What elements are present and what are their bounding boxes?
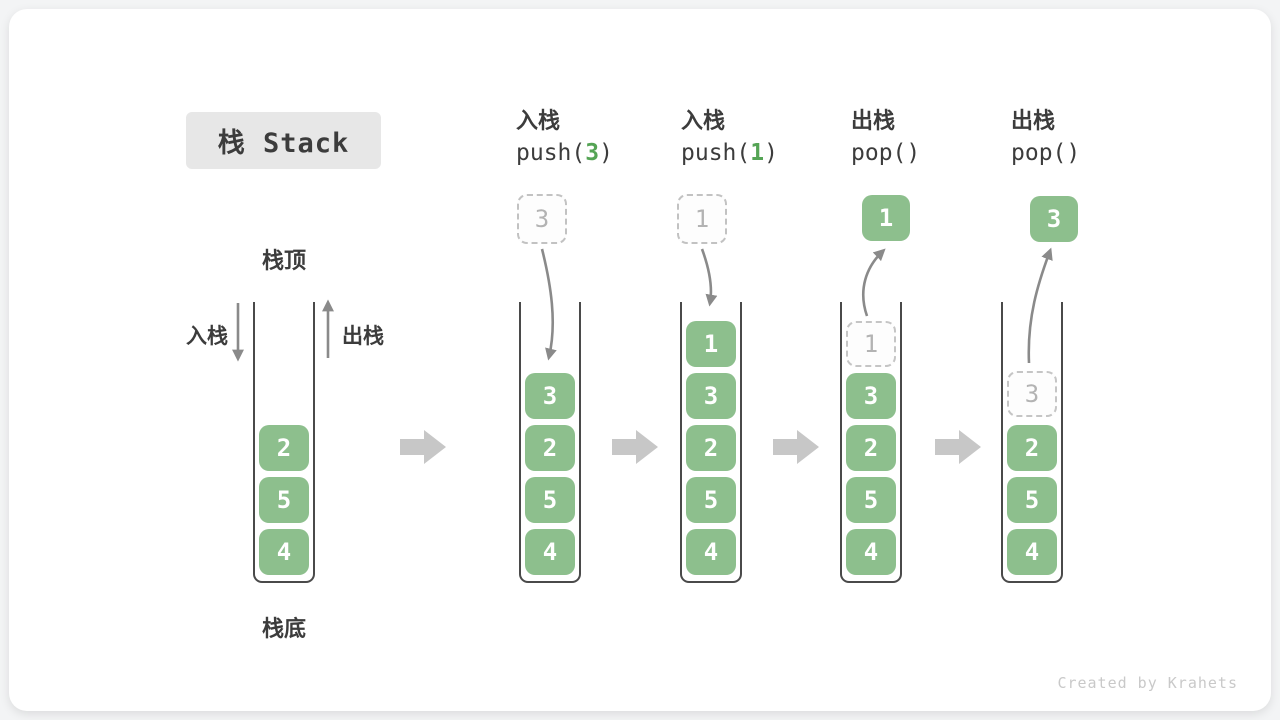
- stack-cell: 4: [525, 529, 575, 575]
- stack-cell: 5: [525, 477, 575, 523]
- stack-cell: 5: [686, 477, 736, 523]
- stack-top-label: 栈顶: [261, 248, 306, 273]
- stack-cell: 2: [1007, 425, 1057, 471]
- op-label-push1: 入栈 push(1): [681, 106, 841, 170]
- op-label-push3: 入栈 push(3): [516, 106, 676, 170]
- stack-cell: 5: [846, 477, 896, 523]
- stack-cell: 5: [259, 477, 309, 523]
- op-cn-label: 出栈: [1011, 108, 1056, 133]
- op-cn-label: 入栈: [516, 108, 561, 133]
- stack-cell: 1: [686, 321, 736, 367]
- incoming-value-box: 3: [517, 194, 567, 244]
- op-code-label: pop(): [851, 140, 921, 166]
- pop-side-label: 出栈: [342, 325, 384, 348]
- popped-value-box: 3: [1030, 196, 1078, 242]
- stack-cell: 2: [686, 425, 736, 471]
- stack-cell: 4: [259, 529, 309, 575]
- popped-value-box: 1: [862, 195, 910, 241]
- push-side-label: 入栈: [186, 325, 228, 348]
- incoming-value-box: 1: [677, 194, 727, 244]
- stack-cell: 2: [259, 425, 309, 471]
- op-cn-label: 入栈: [681, 108, 726, 133]
- credit-text: Created by Krahets: [1057, 674, 1238, 692]
- stack-cell: 5: [1007, 477, 1057, 523]
- stack-cell: 4: [686, 529, 736, 575]
- stack-cell: 3: [525, 373, 575, 419]
- op-code-label: push(1): [681, 140, 778, 166]
- stack-cell-ghost: 3: [1007, 371, 1057, 417]
- stack-bottom-label: 栈底: [261, 616, 306, 641]
- stack-cell: 4: [846, 529, 896, 575]
- op-cn-label: 出栈: [851, 108, 896, 133]
- op-code-label: pop(): [1011, 140, 1081, 166]
- op-code-label: push(3): [516, 140, 613, 166]
- stack-cell-ghost: 1: [846, 321, 896, 367]
- stack-cell: 3: [846, 373, 896, 419]
- op-label-pop-2: 出栈 pop(): [1011, 106, 1171, 170]
- diagram-title: 栈 Stack: [186, 112, 381, 169]
- stack-cell: 3: [686, 373, 736, 419]
- stack-cell: 2: [846, 425, 896, 471]
- stack-cell: 4: [1007, 529, 1057, 575]
- op-label-pop-1: 出栈 pop(): [851, 106, 1011, 170]
- stack-cell: 2: [525, 425, 575, 471]
